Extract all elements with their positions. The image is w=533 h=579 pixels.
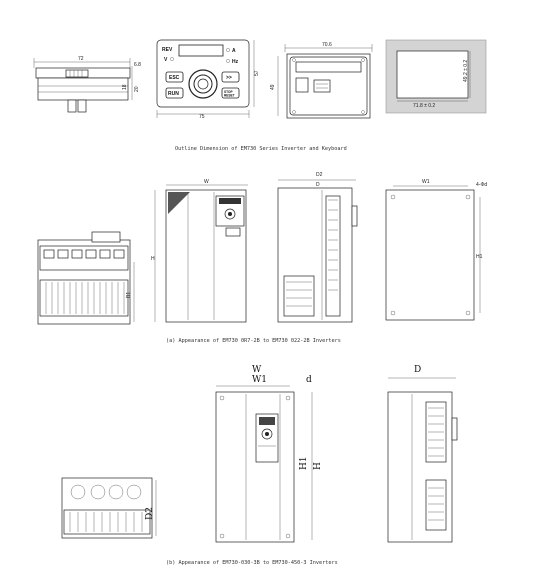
section-a-caption: (a) Appearance of EM730 0R7-2B to EM730 … bbox=[166, 338, 341, 344]
keyboard-back-height: 49 bbox=[270, 84, 276, 90]
forward-key bbox=[221, 71, 240, 83]
run-key bbox=[165, 87, 184, 99]
keyboard-depth-a: 6.8 bbox=[134, 62, 141, 68]
b-h-label: H bbox=[313, 462, 323, 470]
forward-key-label: >> bbox=[226, 75, 232, 81]
a-h-label: H bbox=[151, 256, 155, 262]
b-d2-label: D2 bbox=[145, 507, 155, 520]
keyboard-front-width: 75 bbox=[199, 114, 205, 120]
b-front-view: W W1 d H1 H bbox=[215, 365, 323, 543]
a-d2-label: D2 bbox=[316, 172, 323, 178]
key-v-label: V bbox=[164, 57, 168, 63]
keyboard-caption: Outline Dimension of EM730 Series Invert… bbox=[175, 146, 347, 152]
b-w-label: W bbox=[252, 365, 262, 375]
a-w-label: W bbox=[204, 179, 209, 185]
a-b1-label: B1 bbox=[126, 292, 132, 298]
b-bottom-view: D2 bbox=[61, 477, 157, 539]
cutout-height: 49.2 ± 0.2 bbox=[463, 60, 469, 82]
a-w1-label: W1 bbox=[422, 179, 430, 185]
key-hz-label: Hz bbox=[232, 59, 239, 65]
stop-reset-key bbox=[221, 87, 240, 99]
a-bottom-view: B1 bbox=[37, 231, 135, 325]
a-d-label: D bbox=[316, 182, 320, 188]
section-b-caption: (b) Appearance of EM730-030-3B to EM730-… bbox=[166, 560, 338, 566]
keyboard-back-width: 70.6 bbox=[322, 42, 332, 48]
b-w1-label: W1 bbox=[252, 375, 267, 385]
run-key-label: RUN bbox=[168, 91, 179, 97]
keyboard-back-view: 70.6 49 bbox=[270, 42, 373, 119]
a-back-view: W1 4-Φd H1 bbox=[385, 179, 487, 321]
a-front-view: W H bbox=[151, 179, 248, 323]
esc-key bbox=[165, 71, 184, 83]
b-side-view: D bbox=[387, 365, 458, 543]
a-hole-label: 4-Φd bbox=[476, 182, 487, 188]
esc-key-label: ESC bbox=[169, 75, 180, 81]
keyboard-depth-c: 20 bbox=[134, 86, 140, 92]
keyboard-depth-b: 18 bbox=[122, 84, 128, 90]
a-h1-label: H1 bbox=[476, 254, 483, 260]
keyboard-width-label: 72 bbox=[78, 56, 84, 62]
b-h1-label: H1 bbox=[299, 456, 309, 470]
b-d-side-label: D bbox=[414, 365, 421, 375]
key-rev-label: REV bbox=[162, 47, 173, 53]
keyboard-top-view: 72 6.8 18 20 bbox=[33, 56, 141, 113]
cutout-width: 71.8 ± 0.2 bbox=[413, 103, 435, 109]
key-a-label: A bbox=[232, 48, 236, 54]
keyboard-panel-cutout: 49.2 ± 0.2 71.8 ± 0.2 bbox=[385, 39, 487, 114]
a-side-view: D2 D bbox=[277, 172, 358, 323]
b-d-label: d bbox=[306, 375, 312, 385]
keyboard-front-height: 57 bbox=[254, 70, 260, 76]
